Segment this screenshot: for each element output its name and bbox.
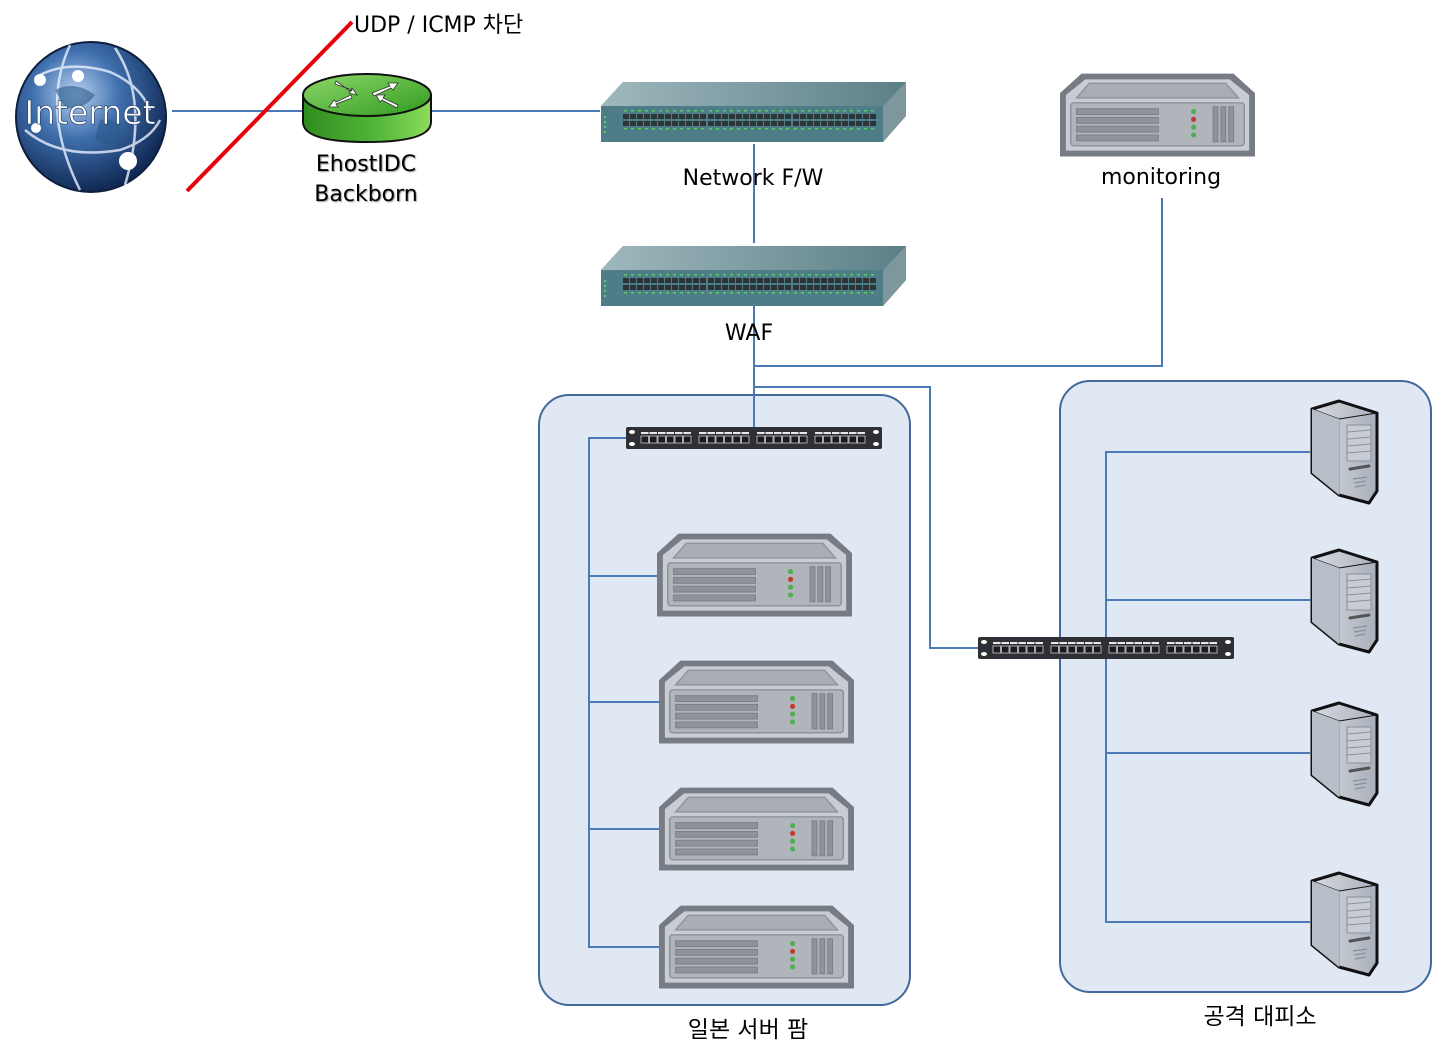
block-line xyxy=(185,20,354,193)
backbone-label-line1: EhostIDC xyxy=(316,152,416,177)
group-attack-shelter xyxy=(1059,380,1432,993)
group-label-attack-shelter: 공격 대피소 xyxy=(1203,1004,1316,1030)
monitoring-server-icon xyxy=(1060,73,1255,157)
backbone-label-line2: Backborn xyxy=(314,182,417,207)
farm-server-1-icon xyxy=(657,533,852,617)
waf-label: WAF xyxy=(725,321,773,346)
firewall-switch-icon xyxy=(601,82,906,142)
farm-server-4-icon xyxy=(659,905,854,989)
router-icon xyxy=(302,73,432,144)
link-waf-shelter xyxy=(754,386,980,649)
links xyxy=(172,110,1310,948)
link-farm-bus xyxy=(588,437,660,948)
group-label-japan-server-farm: 일본 서버 팜 xyxy=(688,1017,808,1043)
internet-label: Internet xyxy=(24,93,155,132)
link-monitoring-waf xyxy=(754,198,1163,367)
farm-patch-panel-icon xyxy=(626,427,882,449)
monitoring-label: monitoring xyxy=(1101,165,1221,190)
shelter-patch-panel-icon xyxy=(978,637,1234,659)
block-annotation: UDP / ICMP 차단 xyxy=(354,13,523,38)
internet-globe-icon xyxy=(15,41,167,193)
link-shelter-bus xyxy=(1105,451,1310,923)
firewall-label: Network F/W xyxy=(683,166,824,191)
farm-server-3-icon xyxy=(659,787,854,871)
waf-switch-icon xyxy=(601,246,906,306)
farm-server-2-icon xyxy=(659,660,854,744)
